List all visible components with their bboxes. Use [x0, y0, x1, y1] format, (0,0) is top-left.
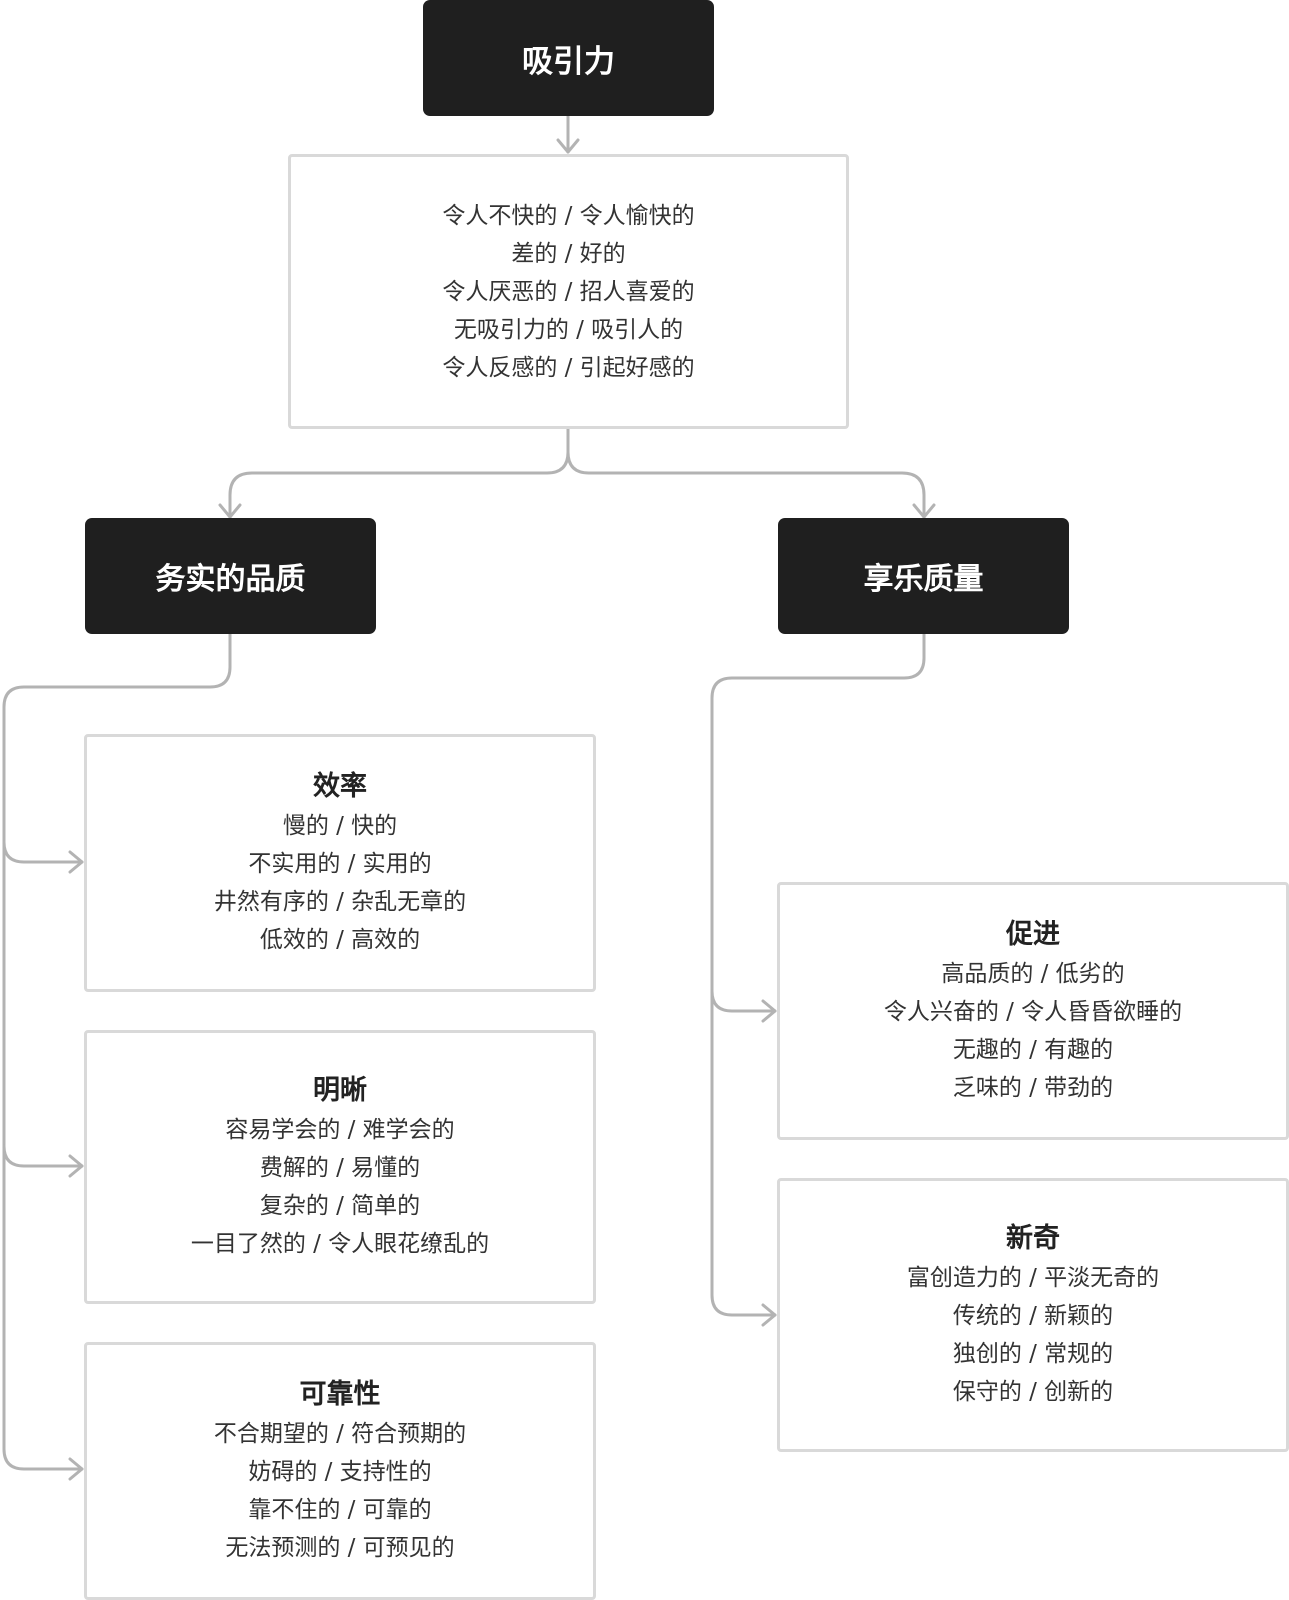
efficiency-pair: 低效的 / 高效的: [259, 927, 421, 953]
connector-hedonic-spine: [710, 632, 926, 1317]
reliability-pair: 靠不住的 / 可靠的: [248, 1497, 432, 1523]
stimulation-pair: 无趣的 / 有趣的: [952, 1037, 1114, 1063]
efficiency-pair: 不实用的 / 实用的: [248, 851, 432, 877]
arrowhead-pragmatic: [218, 503, 242, 519]
summary-pair: 令人反感的 / 引起好感的: [442, 354, 695, 381]
clarity-pair: 容易学会的 / 难学会的: [225, 1117, 455, 1143]
connector-clarity: [2, 1144, 84, 1168]
summary-pair: 令人厌恶的 / 招人喜爱的: [442, 278, 695, 305]
novelty-heading: 新奇: [1006, 1223, 1060, 1254]
clarity-pair: 费解的 / 易懂的: [259, 1155, 421, 1181]
stimulation-heading: 促进: [1006, 919, 1060, 950]
reliability-heading: 可靠性: [299, 1379, 381, 1410]
arrowhead-reliability: [68, 1457, 84, 1481]
summary-pair: 无吸引力的 / 吸引人的: [453, 316, 684, 343]
clarity-heading: 明晰: [313, 1075, 367, 1106]
stimulation-pair: 高品质的 / 低劣的: [941, 961, 1125, 987]
novelty-pair: 保守的 / 创新的: [952, 1379, 1114, 1405]
arrowhead-summary: [556, 138, 580, 154]
pragmatic-node: 务实的品质: [85, 518, 376, 634]
connector-stimulation: [710, 989, 777, 1013]
connector-pragmatic-spine: [2, 632, 232, 1471]
stimulation-box: 促进 高品质的 / 低劣的 令人兴奋的 / 令人昏昏欲睡的 无趣的 / 有趣的 …: [777, 882, 1289, 1140]
stimulation-pair: 令人兴奋的 / 令人昏昏欲睡的: [883, 999, 1183, 1025]
clarity-pair: 复杂的 / 简单的: [259, 1193, 421, 1219]
efficiency-pair: 慢的 / 快的: [282, 813, 398, 839]
pragmatic-title: 务实的品质: [155, 562, 306, 597]
root-title: 吸引力: [522, 43, 615, 80]
arrowhead-clarity: [68, 1154, 84, 1178]
novelty-pair: 富创造力的 / 平淡无奇的: [906, 1265, 1160, 1291]
connector-summary-hedonic: [566, 426, 926, 519]
reliability-pair: 不合期望的 / 符合预期的: [213, 1421, 467, 1447]
hedonic-title: 享乐质量: [863, 562, 984, 597]
clarity-pair: 一目了然的 / 令人眼花缭乱的: [190, 1231, 490, 1257]
novelty-pair: 独创的 / 常规的: [952, 1341, 1114, 1367]
reliability-pair: 妨碍的 / 支持性的: [248, 1459, 432, 1485]
reliability-pair: 无法预测的 / 可预见的: [225, 1535, 455, 1561]
root-node: 吸引力: [423, 0, 714, 116]
arrowhead-efficiency: [68, 850, 84, 874]
efficiency-heading: 效率: [313, 771, 367, 802]
summary-box: 令人不快的 / 令人愉快的 差的 / 好的 令人厌恶的 / 招人喜爱的 无吸引力…: [288, 154, 849, 429]
stimulation-pair: 乏味的 / 带劲的: [952, 1075, 1114, 1101]
reliability-box: 可靠性 不合期望的 / 符合预期的 妨碍的 / 支持性的 靠不住的 / 可靠的 …: [84, 1342, 596, 1600]
novelty-pair: 传统的 / 新颖的: [952, 1303, 1114, 1329]
summary-pair: 差的 / 好的: [511, 240, 626, 267]
arrowhead-stimulation: [761, 999, 777, 1023]
hedonic-node: 享乐质量: [778, 518, 1069, 634]
arrowhead-novelty: [761, 1303, 777, 1327]
efficiency-box: 效率 慢的 / 快的 不实用的 / 实用的 井然有序的 / 杂乱无章的 低效的 …: [84, 734, 596, 992]
clarity-box: 明晰 容易学会的 / 难学会的 费解的 / 易懂的 复杂的 / 简单的 一目了然…: [84, 1030, 596, 1304]
summary-pair: 令人不快的 / 令人愉快的: [442, 202, 695, 229]
efficiency-pair: 井然有序的 / 杂乱无章的: [213, 889, 467, 915]
arrowhead-hedonic: [912, 503, 936, 519]
novelty-box: 新奇 富创造力的 / 平淡无奇的 传统的 / 新颖的 独创的 / 常规的 保守的…: [777, 1178, 1289, 1452]
connector-efficiency: [2, 840, 84, 864]
connector-summary-pragmatic: [228, 426, 570, 519]
